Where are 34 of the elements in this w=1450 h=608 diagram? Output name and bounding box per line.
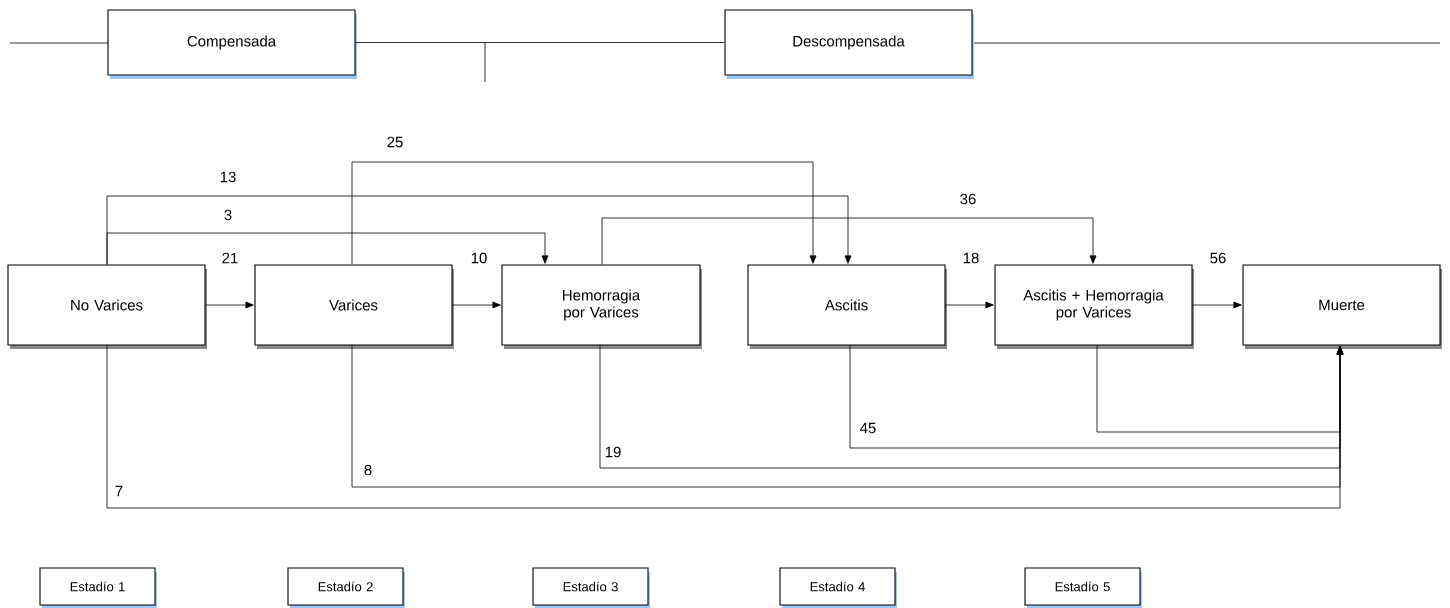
stage-box: Estadío 2 [287,567,405,608]
state-box: Varices [254,264,454,349]
stage-box: Estadío 4 [779,567,897,608]
state-box: Ascitis [747,264,947,349]
stage-box: Estadío 5 [1024,567,1142,608]
stage-box: Estadío 1 [39,567,157,608]
state-box: Ascitis + Hemorragia por Varices [994,264,1194,349]
edge-label: 25 [385,135,405,149]
connector-arrow [106,232,549,265]
edge-label: 45 [858,421,878,435]
edge-label: 21 [220,251,240,265]
connector-arrow [106,345,1344,509]
state-box: No Varices [7,264,207,349]
connector-arrow [106,195,852,265]
phase-box: Descompensada [724,9,974,79]
phase-box: Compensada [107,9,357,79]
connector-arrow [945,301,994,309]
edge-label: 56 [1208,251,1228,265]
edge-label: 19 [603,445,623,459]
connector-arrow [351,161,817,265]
edge-label: 13 [218,170,238,184]
stage-box: Estadío 3 [532,567,650,608]
edge-label: 36 [958,192,978,206]
edge-label: 18 [961,251,981,265]
connector-arrow [601,217,1097,265]
edge-label: 10 [469,251,489,265]
edge-label: 3 [222,208,234,222]
edge-label: 7 [113,484,125,498]
connector-arrow [452,301,501,309]
connector-arrow [205,301,254,309]
state-box: Muerte [1242,264,1442,349]
edge-label: 8 [362,463,374,477]
connector-arrow [1192,301,1242,309]
state-box: Hemorragia por Varices [501,264,702,349]
